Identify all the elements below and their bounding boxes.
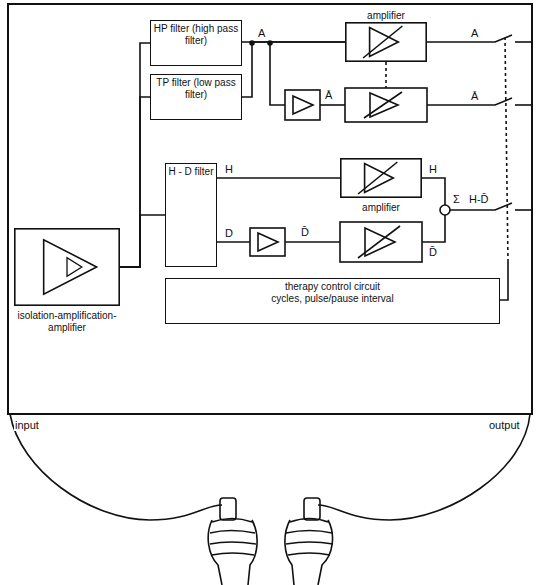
filter-label: H - D filter bbox=[168, 166, 214, 178]
amplifier-node: amplifier bbox=[340, 158, 422, 215]
variable-gain-slash bbox=[358, 226, 400, 258]
wire bbox=[270, 43, 285, 105]
wiring bbox=[8, 4, 532, 585]
wire bbox=[320, 104, 345, 106]
amplifier-box bbox=[346, 23, 426, 61]
wire bbox=[515, 41, 532, 43]
signal-name: A bbox=[257, 28, 266, 39]
filter-box: TP filter (low pass filter) bbox=[150, 74, 242, 120]
terminal-label: output bbox=[488, 420, 521, 431]
signal-name: H bbox=[428, 164, 438, 175]
signal-name: Ā bbox=[324, 90, 333, 101]
amplifier-symbol-box bbox=[345, 22, 427, 62]
control-line bbox=[500, 262, 508, 300]
terminal-label: input bbox=[14, 420, 40, 431]
wire bbox=[285, 241, 340, 243]
hand-electrode bbox=[220, 498, 236, 520]
amplifier-node: isolation-amplification-amplifier bbox=[14, 228, 120, 334]
filter-label: TP filter (low pass filter) bbox=[153, 77, 239, 100]
amplifier-box bbox=[15, 229, 119, 305]
filter-box: therapy control circuitcycles, pulse/pau… bbox=[165, 278, 500, 324]
summing-point bbox=[440, 205, 450, 215]
signal-name: D̄ bbox=[300, 227, 310, 238]
amplifier-symbol bbox=[44, 240, 97, 295]
amplifier-label: isolation-amplification-amplifier bbox=[14, 309, 120, 334]
inverter-box bbox=[285, 90, 320, 120]
electrode-cable bbox=[10, 414, 222, 520]
filter-box: H - D filter bbox=[165, 163, 217, 267]
signal-name: D̄ bbox=[428, 247, 438, 258]
isolation-amplifier bbox=[14, 228, 120, 306]
signal-name: Ā bbox=[470, 91, 479, 102]
variable-gain-slash bbox=[363, 26, 402, 58]
signal-name: D bbox=[224, 228, 234, 239]
switch-actuation bbox=[505, 38, 508, 262]
signal-name: A bbox=[470, 28, 479, 39]
finger-lines bbox=[286, 519, 333, 556]
variable-gain-slash bbox=[364, 92, 402, 118]
signal-name: H-D̄ bbox=[468, 194, 490, 205]
control-text: therapy control circuit bbox=[180, 281, 485, 293]
amplifier-box bbox=[341, 159, 421, 197]
signal-name: Σ bbox=[452, 194, 461, 205]
inverter-box bbox=[250, 228, 285, 256]
electrode-cable bbox=[318, 414, 530, 520]
amplifier-label: amplifier bbox=[345, 9, 427, 23]
wire bbox=[515, 104, 532, 106]
amplifier-box bbox=[340, 222, 422, 262]
housing-frame bbox=[8, 4, 532, 414]
amplifier-box bbox=[345, 88, 427, 122]
amplifier-symbol bbox=[293, 96, 313, 114]
wire bbox=[515, 209, 532, 211]
wire bbox=[422, 178, 445, 205]
amplifier-symbol-box bbox=[340, 158, 422, 198]
filter-box: HP filter (high pass filter) bbox=[150, 20, 242, 66]
control-text: cycles, pulse/pause interval bbox=[180, 293, 485, 305]
signal-name: H bbox=[224, 164, 234, 175]
wire bbox=[422, 215, 445, 242]
amplifier-node: amplifier bbox=[345, 9, 427, 63]
signal-wire bbox=[120, 215, 165, 267]
signal-wire bbox=[120, 43, 150, 267]
signal-wire bbox=[242, 42, 345, 97]
isolation-symbol bbox=[67, 258, 82, 277]
amplifier-label: amplifier bbox=[340, 201, 422, 215]
wire bbox=[217, 241, 250, 243]
finger-lines bbox=[210, 519, 256, 556]
variable-gain-slash bbox=[358, 162, 397, 194]
signal-wire bbox=[120, 97, 150, 267]
amplifier-symbol bbox=[258, 233, 278, 251]
filter-label: HP filter (high pass filter) bbox=[153, 23, 239, 46]
signal-wire bbox=[217, 177, 340, 179]
hand-electrode bbox=[304, 498, 320, 520]
ganged-control bbox=[385, 62, 387, 88]
